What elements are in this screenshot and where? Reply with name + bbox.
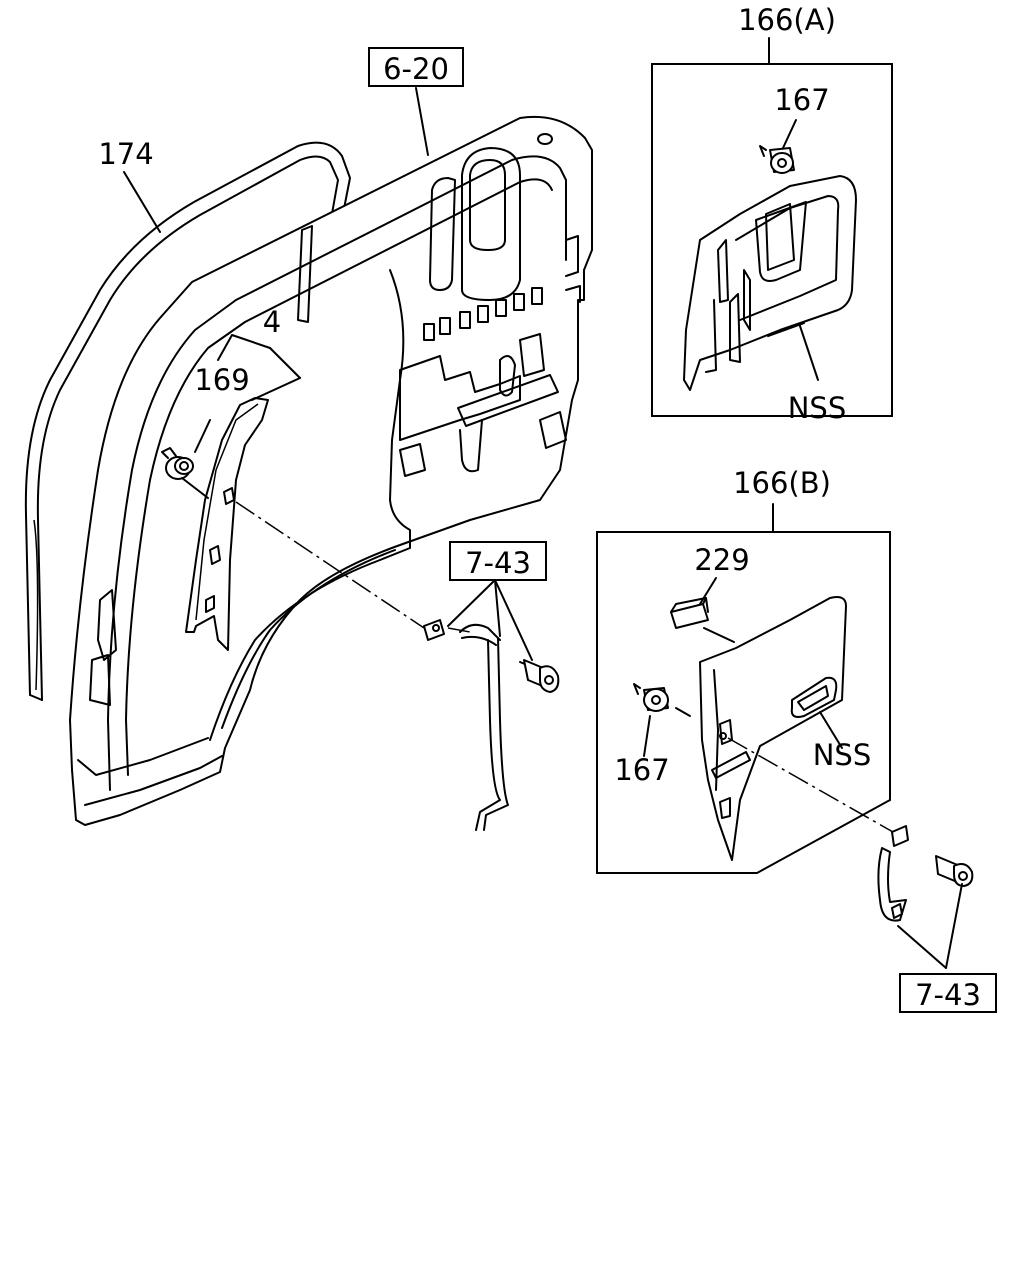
part-label-174: 174: [98, 137, 153, 171]
inset-166a: [651, 37, 893, 417]
inset-b-part-167: 167: [614, 753, 669, 787]
ref-box-bottom: [899, 973, 997, 1013]
clip-167-b: [633, 683, 691, 757]
bracket-assembly: [727, 737, 974, 969]
trim-4: [185, 397, 269, 651]
inset-b-note: NSS: [813, 738, 872, 772]
ref-box-middle: [449, 541, 547, 581]
part-label-169: 169: [194, 363, 249, 397]
inset-a-title: 166(A): [738, 3, 836, 37]
striker-assembly: [423, 619, 560, 831]
inset-a-note: NSS: [788, 391, 847, 425]
inset-a-part-167: 167: [774, 83, 829, 117]
part-label-4: 4: [263, 305, 281, 339]
leader-lines: [123, 87, 533, 661]
inset-b-part-229: 229: [694, 543, 749, 577]
ref-label-middle: 7-43: [465, 546, 531, 580]
ref-label-top: 6-20: [383, 52, 449, 86]
ref-box-top: [368, 47, 464, 87]
door-panel: [69, 115, 593, 826]
weatherstrip-174: [24, 141, 351, 701]
clip-169: [161, 447, 194, 480]
inset-166b: [596, 503, 891, 874]
ref-label-bottom: 7-43: [915, 978, 981, 1012]
inset-b-title: 166(B): [733, 466, 831, 500]
clip-167-a: [759, 119, 797, 174]
pad-229: [670, 577, 735, 643]
